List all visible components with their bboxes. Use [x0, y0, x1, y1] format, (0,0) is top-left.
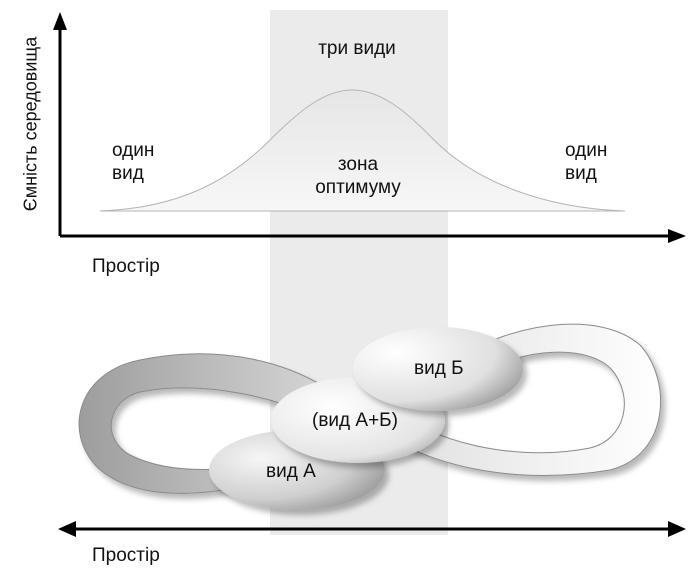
right-label-line-2: вид — [565, 162, 597, 184]
top-axes — [53, 12, 686, 243]
optimum-label-line-1: зона — [337, 154, 379, 175]
overlap-label: (вид А+Б) — [312, 410, 398, 431]
left-one-species-label: один вид — [112, 140, 154, 186]
bottom-x-axis-label: Простір — [92, 545, 160, 566]
top-x-axis-label: Простір — [92, 256, 160, 277]
left-label-line-2: вид — [112, 162, 144, 184]
right-label-line-1: один — [565, 140, 608, 161]
optimum-zone-label: зона оптимуму — [315, 154, 401, 200]
optimum-label-line-2: оптимуму — [315, 176, 401, 198]
y-axis-label: Ємність середовища — [20, 36, 41, 212]
species-a-label: вид А — [266, 461, 316, 482]
left-label-line-1: один — [112, 140, 155, 161]
species-b-ellipse — [353, 327, 523, 411]
bottom-axis — [58, 521, 686, 537]
peak-three-species-label: три види — [318, 38, 396, 59]
species-b-label: вид Б — [414, 358, 464, 379]
capacity-bell-curve — [99, 89, 626, 212]
right-one-species-label: один вид — [565, 140, 607, 186]
